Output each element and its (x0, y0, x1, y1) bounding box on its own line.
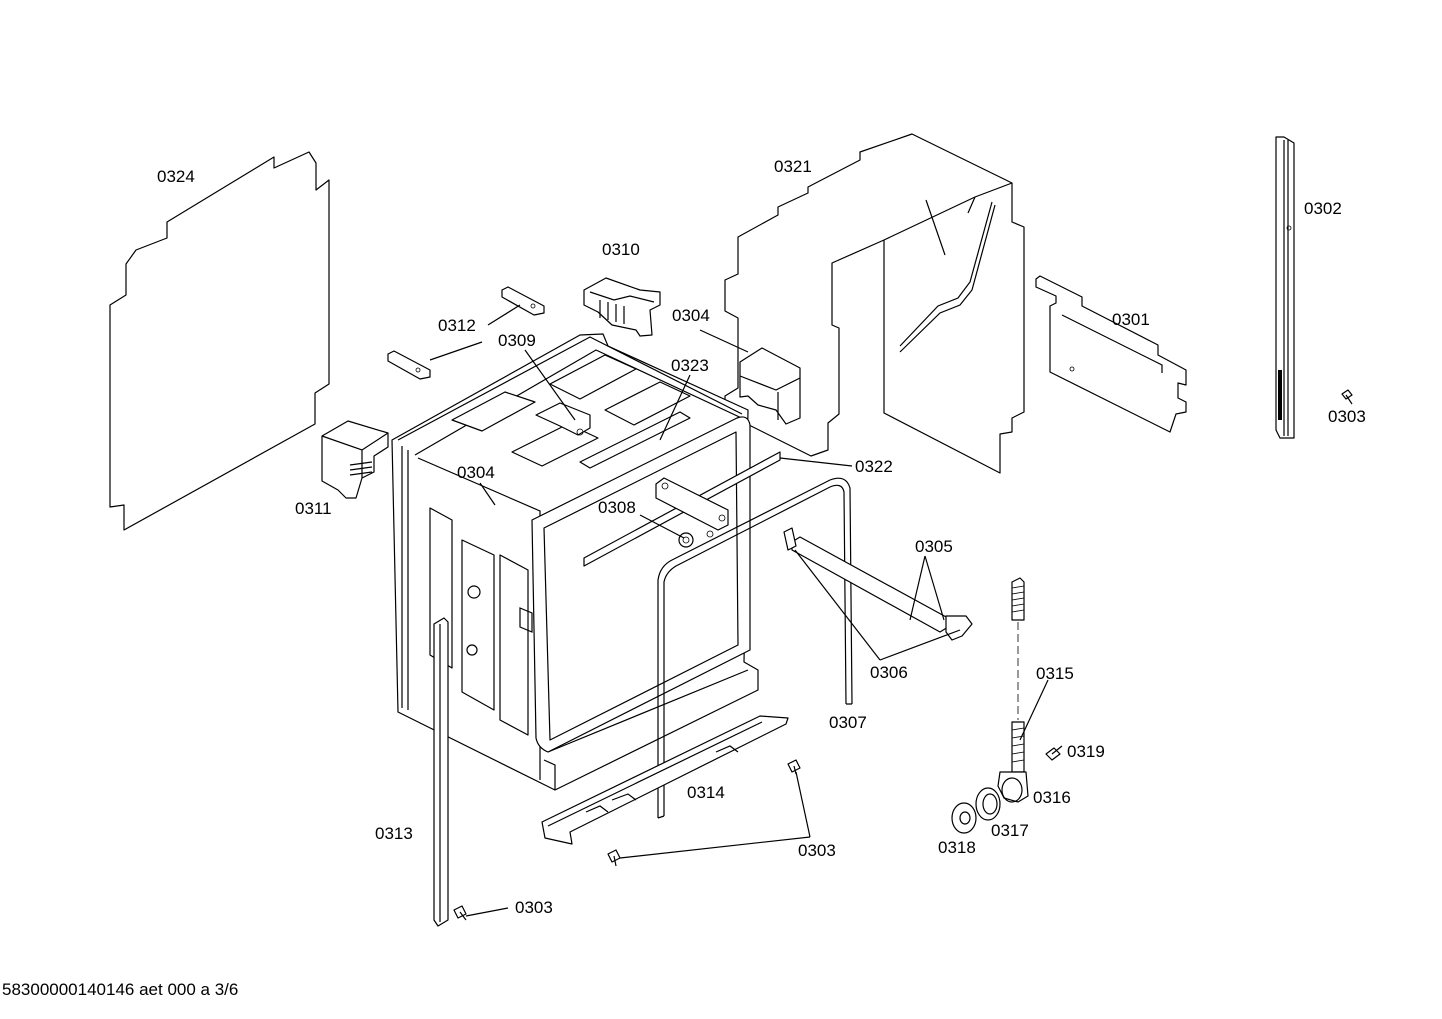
label-0306: 0306 (870, 663, 908, 682)
label-0304-lower: 0304 (457, 463, 495, 482)
seal-part-0307 (657, 477, 853, 819)
insulation-cover-part-0321 (724, 133, 1025, 474)
clip-part-0304-upper (739, 347, 801, 425)
bracket-part-0308 (655, 477, 729, 548)
screw-part-0319 (1045, 745, 1063, 761)
clip-part-0310 (583, 277, 661, 337)
document-code-footer: 58300000140146 aet 000 a 3/6 (2, 980, 239, 999)
label-0305: 0305 (915, 537, 953, 556)
label-0310: 0310 (602, 240, 640, 259)
clip-part-0309 (535, 402, 591, 436)
label-0312: 0312 (438, 316, 476, 335)
leader-lines (429, 304, 1049, 917)
label-0314: 0314 (687, 783, 725, 802)
cap-part-0318 (951, 802, 977, 834)
label-0316: 0316 (1033, 788, 1071, 807)
label-0301: 0301 (1112, 310, 1150, 329)
side-panel-part-0324 (109, 151, 330, 531)
label-0308: 0308 (598, 498, 636, 517)
label-0303-bottom-mid: 0303 (798, 841, 836, 860)
bracket-part-0312 (387, 286, 545, 380)
label-0309: 0309 (498, 331, 536, 350)
label-0319: 0319 (1067, 742, 1105, 761)
vertical-strip-part-0302 (1275, 136, 1295, 439)
label-0311: 0311 (295, 499, 332, 518)
label-0303-bottom-left: 0303 (515, 898, 553, 917)
rail-part-0305 (783, 527, 973, 641)
label-0318: 0318 (938, 838, 976, 857)
vertical-rail-part-0313 (433, 617, 449, 927)
hinge-block-part-0311 (321, 420, 389, 499)
label-0313: 0313 (375, 824, 413, 843)
connector-part-0316 (997, 771, 1029, 803)
hose-part-0315 (1011, 577, 1025, 773)
label-0302: 0302 (1304, 199, 1342, 218)
rear-bracket-part-0301 (1035, 275, 1187, 433)
label-0324: 0324 (157, 167, 195, 186)
base-rail-part-0314 (541, 715, 789, 845)
bar-part-0323 (579, 411, 691, 469)
label-0304-upper: 0304 (672, 306, 710, 325)
label-0323: 0323 (671, 356, 709, 375)
label-0307: 0307 (829, 713, 867, 732)
label-0322: 0322 (855, 457, 893, 476)
label-0317: 0317 (991, 821, 1029, 840)
label-0315: 0315 (1036, 664, 1074, 683)
label-0303-right: 0303 (1328, 407, 1366, 426)
ring-part-0317 (975, 787, 1001, 821)
label-0321: 0321 (774, 157, 812, 176)
